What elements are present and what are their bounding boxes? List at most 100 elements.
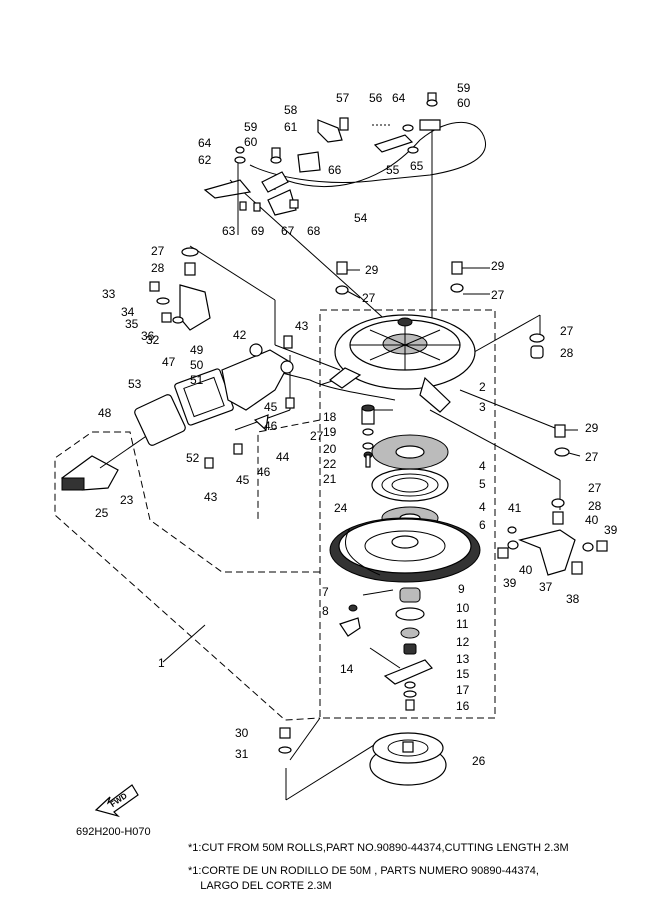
- callout-label: 1: [158, 656, 165, 670]
- callout-label: 64: [392, 91, 406, 105]
- pawl-stack: [339, 587, 433, 711]
- starter-pulley: [369, 732, 447, 786]
- bracket-32: [149, 247, 211, 331]
- callout-label: 56: [369, 91, 383, 105]
- callout-label: 28: [560, 346, 574, 360]
- callout-label: 60: [244, 135, 258, 149]
- callout-label: 19: [323, 425, 337, 439]
- callout-label: 61: [284, 120, 298, 134]
- callout-label: 67: [281, 224, 295, 238]
- callout-label: 26: [472, 754, 486, 768]
- callout-label: 4: [479, 459, 486, 473]
- callout-label: 49: [190, 343, 204, 357]
- callout-label: 65: [410, 159, 424, 173]
- right-bolts: [335, 261, 608, 576]
- footnote-english: *1:CUT FROM 50M ROLLS,PART NO.90890-4437…: [188, 842, 569, 854]
- callout-label: 43: [295, 319, 309, 333]
- bolt-stack: [361, 404, 375, 468]
- assembly-outline: [54, 309, 496, 721]
- callout-label: 51: [190, 373, 204, 387]
- callout-label: 58: [284, 103, 298, 117]
- callout-label: 21: [323, 472, 337, 486]
- callout-label: 12: [456, 635, 470, 649]
- fwd-arrow-icon: FWD: [94, 784, 139, 818]
- callout-label: 27: [310, 429, 324, 443]
- callout-label: 2: [479, 380, 486, 394]
- callout-label: 27: [588, 481, 602, 495]
- recoil-parts: [329, 434, 481, 583]
- bracket-assembly: [204, 335, 295, 469]
- callout-label: 35: [125, 317, 139, 331]
- callout-label: 9: [458, 582, 465, 596]
- callout-label: 27: [362, 291, 376, 305]
- callout-label: 22: [323, 457, 337, 471]
- callout-label: 52: [186, 451, 200, 465]
- callout-label: 15: [456, 667, 470, 681]
- callout-label: 6: [479, 518, 486, 532]
- callout-label: 8: [322, 604, 329, 618]
- callout-label: 37: [539, 580, 553, 594]
- top-linkage: [203, 92, 441, 235]
- callout-label: 36: [141, 329, 155, 343]
- callout-label: 47: [162, 355, 176, 369]
- callout-label: 13: [456, 652, 470, 666]
- callout-label: 46: [257, 465, 271, 479]
- callout-label: 59: [457, 81, 471, 95]
- callout-label: 54: [354, 211, 368, 225]
- callout-label: 34: [121, 305, 135, 319]
- callout-label: 18: [323, 410, 337, 424]
- callout-label: 11: [456, 617, 469, 631]
- callout-label: 28: [151, 261, 165, 275]
- callout-label: 46: [264, 419, 278, 433]
- bolt-30-31: [278, 727, 292, 754]
- callout-labels: 1 2 3 4 4 5 6 7 8 9 10 11 12 13 14 15 16…: [95, 81, 618, 768]
- callout-label: 27: [491, 288, 505, 302]
- callout-label: 41: [508, 501, 522, 515]
- callout-label: 50: [190, 358, 204, 372]
- callout-label: 38: [566, 592, 580, 606]
- callout-label: 32: [146, 333, 160, 347]
- callout-label: 17: [456, 683, 470, 697]
- callout-label: 39: [503, 576, 517, 590]
- callout-label: 29: [365, 263, 379, 277]
- callout-label: 29: [491, 259, 505, 273]
- footnote-spanish: *1:CORTE DE UN RODILLO DE 50M , PARTS NU…: [188, 865, 539, 892]
- callout-label: 40: [585, 513, 599, 527]
- callout-label: 25: [95, 506, 109, 520]
- callout-label: 10: [456, 601, 470, 615]
- callout-label: 68: [307, 224, 321, 238]
- callout-label: 27: [585, 450, 599, 464]
- callout-label: 55: [386, 163, 400, 177]
- callout-label: 33: [102, 287, 116, 301]
- callout-label: 64: [198, 136, 212, 150]
- callout-label: 16: [456, 699, 470, 713]
- callout-label: 29: [585, 421, 599, 435]
- starter-case: [328, 314, 476, 413]
- callout-label: 60: [457, 96, 471, 110]
- callout-label: 66: [328, 163, 342, 177]
- callout-label: 48: [98, 406, 112, 420]
- callout-label: 59: [244, 120, 258, 134]
- callout-label: 31: [235, 747, 249, 761]
- callout-label: 63: [222, 224, 236, 238]
- starter-cable: [249, 121, 486, 401]
- callout-label: 53: [128, 377, 142, 391]
- callout-label: 24: [334, 501, 348, 515]
- callout-label: 5: [479, 477, 486, 491]
- callout-label: 45: [236, 473, 250, 487]
- callout-label: 28: [588, 499, 602, 513]
- callout-label: 27: [151, 244, 165, 258]
- callout-label: 57: [336, 91, 350, 105]
- callout-label: 4: [479, 500, 486, 514]
- callout-label: 7: [322, 585, 329, 599]
- callout-label: 69: [251, 224, 265, 238]
- callout-label: 40: [519, 563, 533, 577]
- callout-label: 43: [204, 490, 218, 504]
- callout-label: 44: [276, 450, 290, 464]
- handle-assembly: [60, 368, 234, 491]
- callout-label: 20: [323, 442, 337, 456]
- callout-label: 45: [264, 400, 278, 414]
- callout-label: 23: [120, 493, 134, 507]
- callout-label: 42: [233, 328, 247, 342]
